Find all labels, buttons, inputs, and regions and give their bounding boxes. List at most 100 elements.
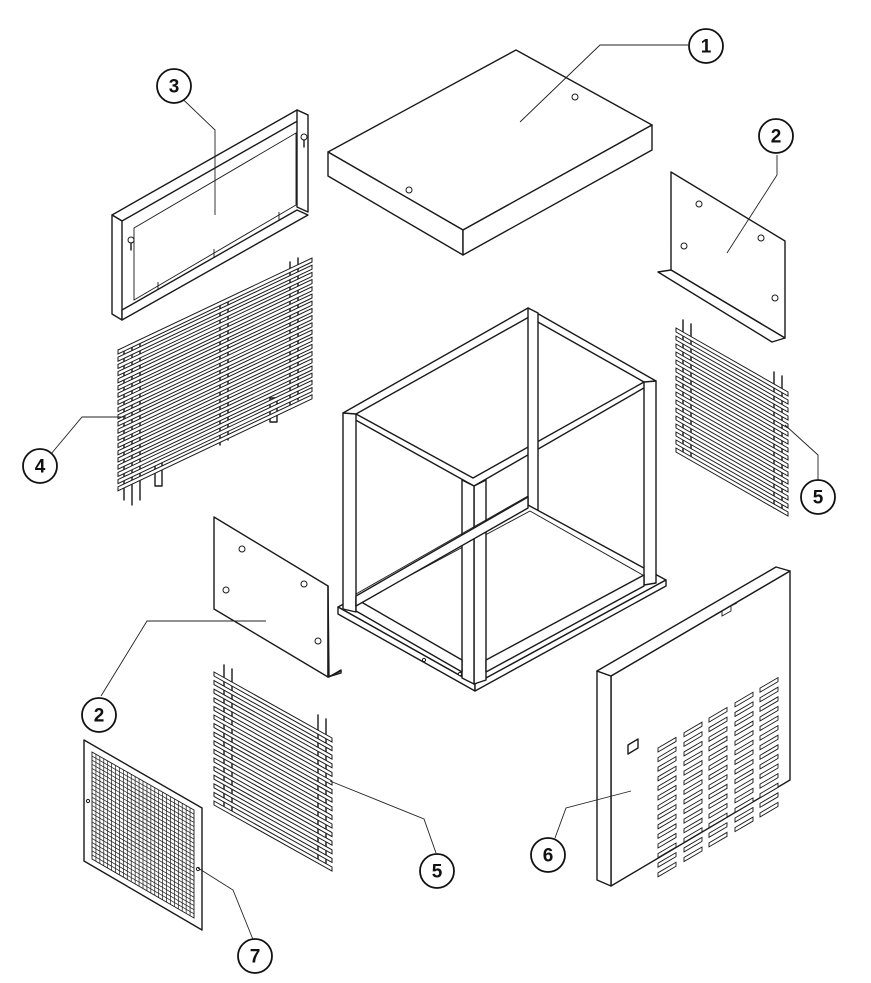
louver-slot xyxy=(657,746,677,763)
grille-bar xyxy=(117,386,313,485)
louver-slot xyxy=(759,782,779,799)
louver-slot xyxy=(657,765,677,782)
mesh-line xyxy=(91,792,195,852)
louver-slot xyxy=(657,851,677,868)
part-top-cover xyxy=(327,49,653,256)
louver-slot xyxy=(759,753,779,770)
louver-slot xyxy=(683,817,703,834)
louver-slot xyxy=(708,793,728,810)
grille-bar xyxy=(213,714,333,786)
mesh-line xyxy=(91,829,195,890)
grille-bar xyxy=(213,774,333,847)
grille-bar xyxy=(117,286,313,384)
mesh-line xyxy=(91,838,195,898)
mesh-line xyxy=(91,825,195,886)
part-right-grille xyxy=(675,319,789,517)
louver-slot xyxy=(683,740,703,757)
louver-slot xyxy=(683,769,703,786)
louver-slot xyxy=(657,784,677,801)
louver-slot xyxy=(657,755,677,772)
mesh-line xyxy=(91,821,195,881)
louver-slot xyxy=(759,724,779,741)
louver-slot xyxy=(657,842,677,859)
louver-slot xyxy=(734,749,754,766)
mesh-line xyxy=(91,846,195,906)
louver-slot xyxy=(759,734,779,751)
louver-slot xyxy=(683,836,703,853)
mesh-line xyxy=(91,764,195,823)
grille-bar xyxy=(117,307,313,406)
louver-slot xyxy=(759,696,779,713)
grille-bar xyxy=(675,391,789,461)
grille-bar xyxy=(213,671,333,743)
louver-slot xyxy=(708,745,728,762)
svg-text:1: 1 xyxy=(701,37,712,58)
callout-5-upper: 5 xyxy=(800,479,836,515)
grille-bar xyxy=(675,335,789,405)
grille-bar xyxy=(675,447,789,517)
grille-bar xyxy=(117,343,313,442)
grille-bar xyxy=(117,358,313,456)
svg-text:2: 2 xyxy=(94,706,105,727)
mesh-line xyxy=(91,813,195,873)
part-left-grille xyxy=(117,257,313,506)
louver-slot xyxy=(759,792,779,809)
grille-bar xyxy=(675,407,789,477)
mesh-line xyxy=(91,842,195,902)
louver-slot xyxy=(683,750,703,767)
louver-slot xyxy=(683,788,703,805)
louver-slot xyxy=(734,720,754,737)
mesh-line xyxy=(91,801,195,861)
louver-slot xyxy=(708,773,728,791)
grille-bar xyxy=(675,327,789,397)
louver-slot xyxy=(734,729,754,747)
part-front-louvered-panel xyxy=(596,566,791,887)
grille-bar xyxy=(213,731,333,804)
svg-text:7: 7 xyxy=(250,947,261,968)
louver-slot xyxy=(734,777,754,795)
svg-text:5: 5 xyxy=(813,488,824,509)
grille-bar xyxy=(117,394,313,492)
grille-bar xyxy=(213,688,333,761)
callout-1: 1 xyxy=(688,28,724,64)
louver-slot xyxy=(734,797,754,814)
svg-text:6: 6 xyxy=(543,846,554,867)
grille-bar xyxy=(213,800,333,872)
mesh-line xyxy=(91,776,195,836)
callout-3: 3 xyxy=(156,68,192,104)
louver-slot xyxy=(657,832,677,849)
grille-bar xyxy=(213,765,333,838)
louver-slot xyxy=(734,806,754,823)
leader-lines xyxy=(50,44,819,943)
grille-bar xyxy=(117,300,313,398)
grille-bar xyxy=(117,257,313,355)
grille-bar xyxy=(213,757,333,829)
grille-bar xyxy=(213,705,333,778)
louver-slot xyxy=(759,763,779,780)
louver-slot xyxy=(708,802,728,819)
mesh-line xyxy=(91,784,195,844)
louver-slot xyxy=(708,831,728,848)
louver-slot xyxy=(759,676,779,693)
louver-slot xyxy=(683,827,703,844)
louver-slot xyxy=(708,725,728,743)
grille-bar xyxy=(675,343,789,413)
grille-bar xyxy=(213,696,333,769)
grille-bar xyxy=(117,264,313,362)
svg-text:4: 4 xyxy=(35,457,46,478)
grille-bar xyxy=(117,372,313,470)
louver-slot xyxy=(657,736,677,753)
part-side-panel-upper xyxy=(657,171,786,343)
part-cabinet-frame xyxy=(337,307,667,692)
louver-slot xyxy=(657,823,677,840)
callout-4: 4 xyxy=(22,448,58,484)
grille-bar xyxy=(117,271,313,370)
louver-slot xyxy=(759,744,779,761)
part-lower-grille xyxy=(213,664,333,872)
mesh-line xyxy=(91,768,195,827)
grille-bar xyxy=(213,748,333,821)
mesh-line xyxy=(91,850,195,910)
louver-slot xyxy=(708,821,728,839)
louver-slot xyxy=(734,787,754,804)
grille-bar xyxy=(117,322,313,420)
